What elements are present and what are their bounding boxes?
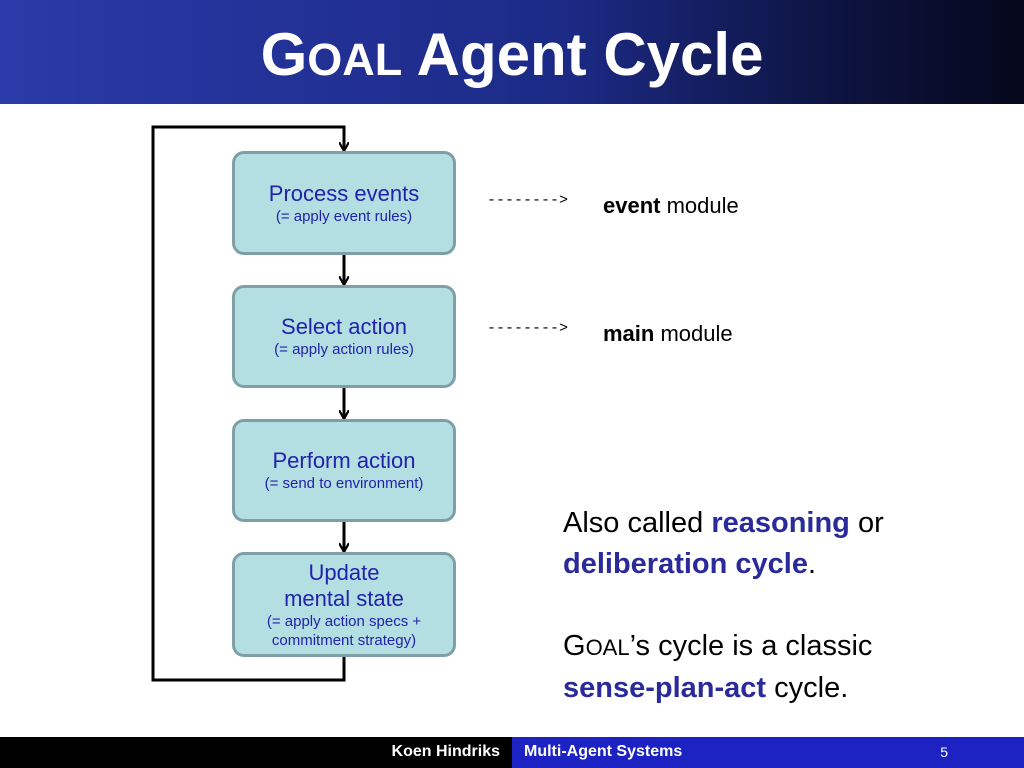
footer-course-bar: Multi-Agent Systems 5 [512, 737, 1024, 768]
step-label: mental state [284, 585, 404, 611]
title-bar [0, 0, 1024, 104]
footer: Koen Hindriks Multi-Agent Systems 5 [0, 737, 1024, 768]
step-label: Perform action [272, 448, 416, 473]
step-label: Process events [268, 180, 420, 206]
step-sub: (= send to environment) [264, 475, 424, 492]
footer-author-bar: Koen Hindriks [0, 737, 512, 768]
note-paragraph-2: GOAL’s cycle is a classic sense-plan-act… [563, 630, 873, 704]
step-process-events: Process events (= apply event rules) [232, 151, 456, 255]
dashed-arrow: --------> [487, 192, 569, 209]
module-label-event: event module [603, 193, 739, 218]
module-label-main: main module [603, 321, 733, 346]
note-paragraph-1: Also called reasoning or deliberation cy… [563, 507, 884, 580]
step-perform-action: Perform action (= send to environment) [232, 419, 456, 522]
step-update-mental-state: Update mental state (= apply action spec… [232, 552, 456, 657]
footer-author: Koen Hindriks [391, 743, 500, 760]
loop-connector [151, 125, 344, 682]
step-label: Select action [281, 314, 407, 339]
step-select-action: Select action (= apply action rules) [232, 285, 456, 388]
step-sub: (= apply action rules) [274, 341, 414, 358]
step-label: Update [308, 559, 380, 585]
step-sub: (= apply action specs + [266, 612, 422, 630]
page-title: GOAL Agent Cycle [260, 21, 764, 88]
dashed-arrow: --------> [487, 320, 569, 337]
step-sub: (= apply event rules) [275, 207, 413, 225]
step-sub: commitment strategy) [271, 631, 417, 649]
footer-course: Multi-Agent Systems [524, 743, 683, 760]
page-number: 5 [940, 744, 948, 760]
